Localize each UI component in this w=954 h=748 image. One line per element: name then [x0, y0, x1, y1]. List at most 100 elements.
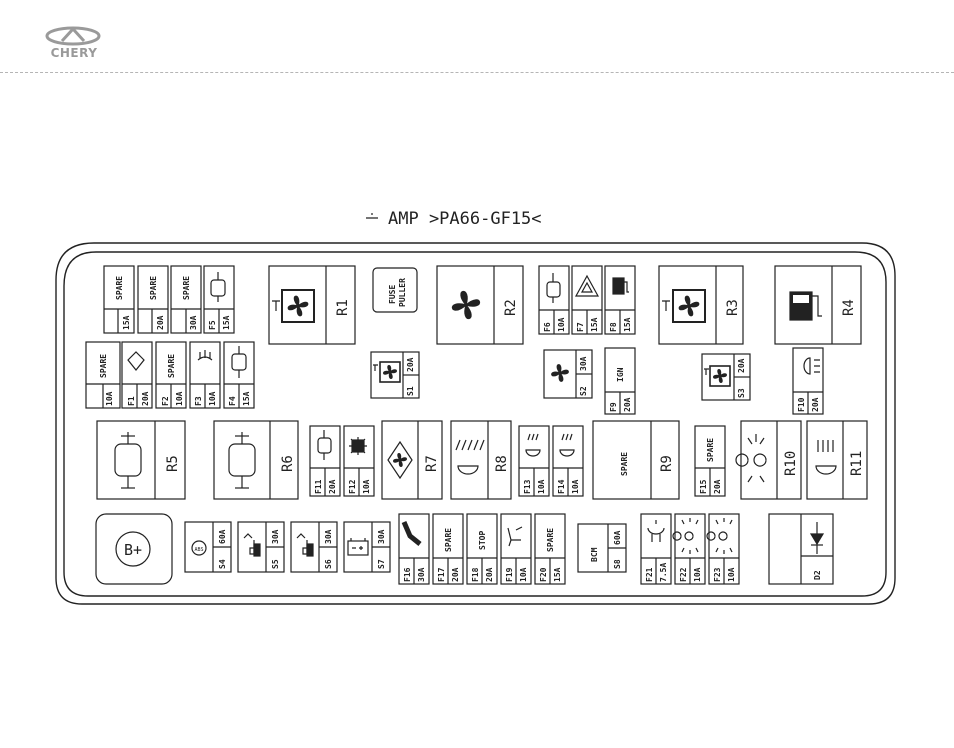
material-marking: AMP >PA66-GF15<: [366, 209, 542, 229]
engine-icon: [114, 432, 142, 489]
ignition-icon: [243, 533, 255, 555]
fuse-rating: 10A: [571, 479, 580, 494]
relay-r8: R8: [450, 420, 512, 500]
fan-icon: [373, 361, 401, 383]
fuse-puller: FUSE PULLER: [372, 267, 418, 313]
abs-icon: [191, 540, 207, 556]
fan-icon: [662, 289, 706, 323]
relay-id: R3: [725, 299, 741, 316]
fuse-rating: 20A: [713, 479, 722, 494]
slow-fuse-id: S6: [324, 559, 333, 569]
fuse-f16: F16 30A: [398, 513, 430, 585]
fuse-f11: F11 20A: [309, 425, 341, 497]
fuse-f4: F4 15A: [223, 341, 255, 409]
fuse-label: SPARE: [115, 276, 124, 300]
relay-r1: R1: [268, 265, 356, 345]
diode-d2: D2: [768, 513, 834, 585]
relay-id: R7: [424, 455, 440, 472]
fuse-id: F12: [348, 479, 357, 494]
fuse-id: F9: [609, 402, 618, 412]
slow-fuse-rating: 20A: [737, 358, 746, 373]
fuse-f5: F5 15A: [203, 265, 235, 334]
fan-icon: [551, 364, 569, 382]
fuse-box-outline: [55, 242, 896, 605]
fuse-id: F14: [557, 479, 566, 494]
seat-icon: [507, 526, 523, 547]
ac-fan-icon: [387, 440, 413, 480]
slow-fuse-s7: S7 30A: [343, 521, 391, 573]
fuse-id: F5: [208, 320, 217, 330]
fan-icon: [272, 289, 315, 323]
relay-r10: R10: [735, 420, 802, 500]
fuse-id: F10: [797, 397, 806, 412]
fuse-rating: 10A: [208, 391, 217, 406]
relay-r2: R2: [436, 265, 524, 345]
fuse-id: F23: [713, 567, 722, 582]
material-marking-text: AMP >PA66-GF15<: [388, 209, 542, 229]
header-divider: [0, 72, 954, 73]
fuse-f23: F23 10A: [706, 513, 740, 585]
relay-r3: R3: [658, 265, 744, 345]
slow-fuse-id: S7: [377, 559, 386, 569]
fuse-rating: 30A: [417, 567, 426, 582]
fuse-label: IGN: [616, 367, 625, 382]
fuse-label: SPARE: [149, 276, 158, 300]
fuse-f8: F8 15A: [604, 265, 636, 335]
fuse-f1: F1 20A: [121, 341, 153, 409]
ignition-icon: [296, 533, 308, 555]
fuse-rating: 10A: [519, 567, 528, 582]
relay-id: R6: [280, 455, 296, 472]
fuse-f2-spare: SPARE F2 10A: [155, 341, 187, 409]
fuse-id: F2: [161, 396, 170, 406]
fuse-rating: 20A: [141, 391, 150, 406]
fuse-f3: F3 10A: [189, 341, 221, 409]
slow-fuse-s8-bcm: BCM S8 60A: [577, 523, 627, 573]
fuse-f15-spare: SPARE F15 20A: [694, 425, 726, 497]
fuse-rating: 20A: [485, 567, 494, 582]
relay-id: R5: [165, 455, 181, 472]
fog-lamp-icon: [559, 433, 575, 457]
fuse-id: F19: [505, 567, 514, 582]
fuse-f14: F14 10A: [552, 425, 584, 497]
engine-icon: [546, 273, 561, 303]
fuse-rating: 10A: [105, 391, 114, 406]
slow-fuse-s6: S6 30A: [290, 521, 338, 573]
fuse-rating: 15A: [122, 315, 131, 330]
fuse-id: F15: [699, 479, 708, 494]
fuse-id: F18: [471, 567, 480, 582]
relay-label: SPARE: [620, 452, 629, 476]
slow-fuse-s2: S2 30A: [543, 349, 593, 399]
fuse-rating: 20A: [328, 479, 337, 494]
relay-r4: R4: [774, 265, 862, 345]
fuse-spare-20a: SPARE 20A: [137, 265, 169, 334]
relay-id: R1: [335, 299, 351, 316]
fuse-id: F6: [543, 322, 552, 332]
slow-fuse-id: S1: [406, 386, 415, 396]
fuse-id: F1: [127, 396, 136, 406]
fuel-pump-icon: [612, 277, 629, 295]
relay-id: R10: [783, 451, 799, 476]
brand-name: CHERY: [50, 46, 98, 60]
diode-id: D2: [813, 570, 822, 580]
relay-r11: R11: [806, 420, 868, 500]
fuse-puller-label: FUSE: [388, 285, 397, 304]
parking-lamp-icon: [706, 518, 733, 554]
fuse-label: SPARE: [167, 354, 176, 378]
key-icon: [253, 543, 261, 557]
fuse-spare-10a: SPARE 10A: [85, 341, 121, 409]
fuse-f21: F21 7.5A: [640, 513, 672, 585]
fuse-rating: 20A: [451, 567, 460, 582]
fuse-rating: 10A: [362, 479, 371, 494]
slow-fuse-s3: S3 20A: [701, 353, 751, 401]
fuse-rating: 30A: [189, 315, 198, 330]
fuse-f9: IGN F9 20A: [604, 347, 636, 415]
slow-fuse-s5: S5 30A: [237, 521, 285, 573]
horn-icon: [647, 520, 665, 542]
fuse-id: F11: [314, 479, 323, 494]
slow-fuse-id: S8: [613, 559, 622, 569]
fuse-f7: F7 15A: [571, 265, 603, 335]
fuse-id: F20: [539, 567, 548, 582]
wiper-icon: [127, 351, 145, 371]
fuse-f10: F10 20A: [792, 347, 824, 415]
slow-fuse-s4: ABS S4 60A: [184, 521, 232, 573]
